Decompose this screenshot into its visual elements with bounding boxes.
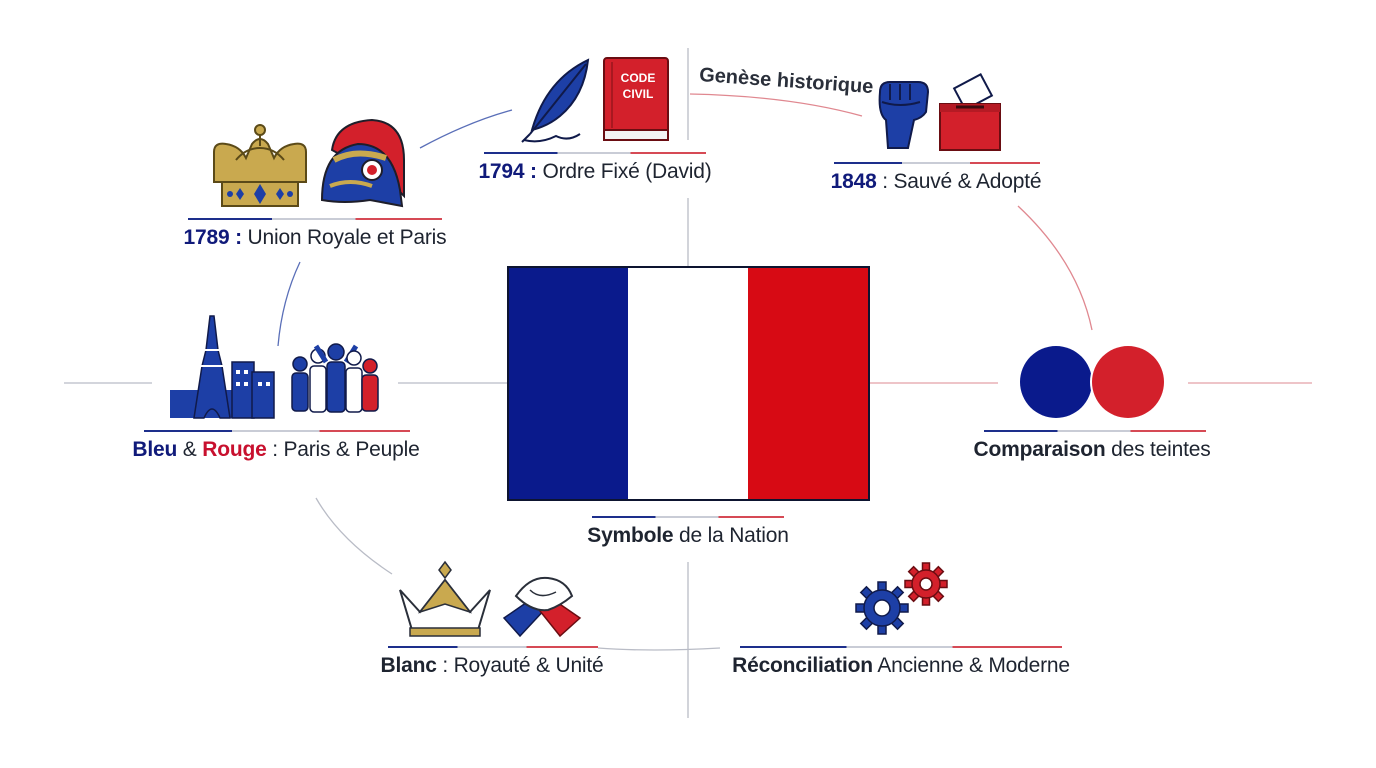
label-bleu-word: Bleu bbox=[132, 438, 178, 461]
label-comparaison: Comparaison des teintes bbox=[974, 438, 1211, 462]
book-title-line-2: CIVIL bbox=[623, 87, 654, 101]
label-symbole: Symbole de la Nation bbox=[587, 524, 789, 548]
label-bleu-rouge-text: : Paris & Peuple bbox=[266, 438, 420, 461]
label-1848-year: 1848 bbox=[830, 170, 877, 193]
label-1789-text: Union Royale et Paris bbox=[241, 226, 447, 249]
label-1848-text: : Sauvé & Adopté bbox=[876, 170, 1042, 193]
label-1789-year: 1789 : bbox=[183, 226, 243, 249]
flag-red-band bbox=[748, 267, 869, 500]
eiffel-tower-icon bbox=[170, 315, 275, 419]
code-civil-book-icon: CODE CIVIL bbox=[603, 57, 669, 141]
french-flag bbox=[507, 266, 870, 501]
gears-icon bbox=[855, 562, 948, 635]
label-symbole-text: de la Nation bbox=[673, 524, 789, 547]
underline-comparaison bbox=[984, 430, 1206, 432]
book-title-line-1: CODE bbox=[621, 71, 656, 85]
underline-1794 bbox=[484, 152, 706, 154]
connector-lines bbox=[64, 48, 1312, 718]
people-group-icon bbox=[291, 343, 379, 413]
label-1794-text: Ordre Fixé (David) bbox=[536, 160, 712, 183]
label-comparaison-strong: Comparaison bbox=[973, 438, 1106, 461]
label-comparaison-text: des teintes bbox=[1105, 438, 1211, 461]
underline-1848 bbox=[834, 162, 1040, 164]
label-1794: 1794 : Ordre Fixé (David) bbox=[478, 160, 711, 184]
quill-icon bbox=[521, 58, 590, 143]
underline-symbole bbox=[592, 516, 784, 518]
raised-fist-icon bbox=[878, 81, 930, 149]
flag-border bbox=[507, 266, 870, 501]
label-reconciliation-text: Ancienne & Moderne bbox=[872, 654, 1070, 677]
flag-white-band bbox=[628, 267, 748, 500]
label-blanc-text: : Royauté & Unité bbox=[436, 654, 604, 677]
label-blanc: Blanc : Royauté & Unité bbox=[380, 654, 603, 678]
label-blanc-strong: Blanc bbox=[380, 654, 437, 677]
label-1794-year: 1794 : bbox=[478, 160, 537, 183]
phrygian-helmet-icon bbox=[320, 118, 405, 208]
label-symbole-strong: Symbole bbox=[587, 524, 674, 547]
label-reconciliation: Réconciliation Ancienne & Moderne bbox=[732, 654, 1070, 678]
label-1848: 1848 : Sauvé & Adopté bbox=[831, 170, 1042, 194]
label-bleu-rouge: Bleu & Rouge : Paris & Peuple bbox=[132, 438, 419, 462]
underline-blanc bbox=[388, 646, 598, 648]
flag-blue-band bbox=[508, 267, 628, 500]
handshake-icon bbox=[502, 576, 582, 638]
label-reconciliation-strong: Réconciliation bbox=[732, 654, 873, 677]
underline-1789 bbox=[188, 218, 442, 220]
label-rouge-word: Rouge bbox=[202, 438, 267, 461]
color-circles-icon bbox=[1020, 344, 1166, 420]
label-1789: 1789 : Union Royale et Paris bbox=[184, 226, 447, 250]
underline-reconciliation bbox=[740, 646, 1062, 648]
underline-bleu-rouge bbox=[144, 430, 410, 432]
ballot-box-icon bbox=[939, 73, 1001, 151]
crown-icon bbox=[213, 124, 307, 207]
label-bleu-rouge-amp: & bbox=[177, 438, 203, 461]
crown-outline-icon bbox=[399, 560, 491, 637]
